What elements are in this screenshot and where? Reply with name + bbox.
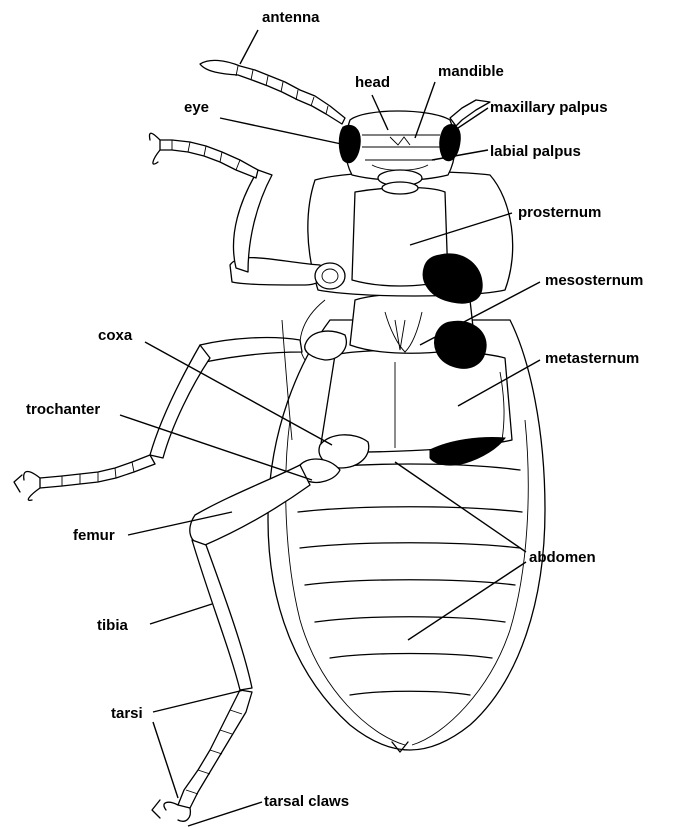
label-tarsal-claws: tarsal claws — [264, 793, 349, 810]
front-coxa — [315, 263, 345, 289]
label-femur: femur — [73, 527, 115, 544]
label-head: head — [355, 74, 390, 91]
label-metasternum: metasternum — [545, 350, 639, 367]
middle-femur — [200, 338, 302, 362]
hind-tibia — [192, 540, 252, 690]
label-abdomen: abdomen — [529, 549, 596, 566]
leader-tarsal-claws — [188, 802, 262, 826]
label-eye: eye — [184, 99, 209, 116]
middle-coxa — [305, 331, 347, 360]
label-coxa: coxa — [98, 327, 133, 344]
leader-tibia — [150, 604, 212, 624]
leader-antenna — [240, 30, 258, 64]
label-maxillary-palpus: maxillary palpus — [490, 99, 608, 116]
label-trochanter: trochanter — [26, 401, 100, 418]
right-antenna — [450, 100, 490, 126]
label-mandible: mandible — [438, 63, 504, 80]
front-tarsi — [160, 140, 258, 178]
middle-tarsi — [40, 455, 155, 488]
label-labial-palpus: labial palpus — [490, 143, 581, 160]
label-tarsi: tarsi — [111, 705, 143, 722]
leader-eye — [220, 118, 346, 145]
hind-tarsi — [178, 690, 252, 808]
front-tibia — [233, 170, 272, 272]
left-antenna — [200, 60, 345, 124]
label-antenna: antenna — [262, 9, 320, 26]
label-tibia: tibia — [97, 617, 128, 634]
label-prosternum: prosternum — [518, 204, 601, 221]
leader-tarsi-2 — [153, 722, 178, 798]
label-mesosternum: mesosternum — [545, 272, 643, 289]
beetle-body — [268, 111, 545, 752]
